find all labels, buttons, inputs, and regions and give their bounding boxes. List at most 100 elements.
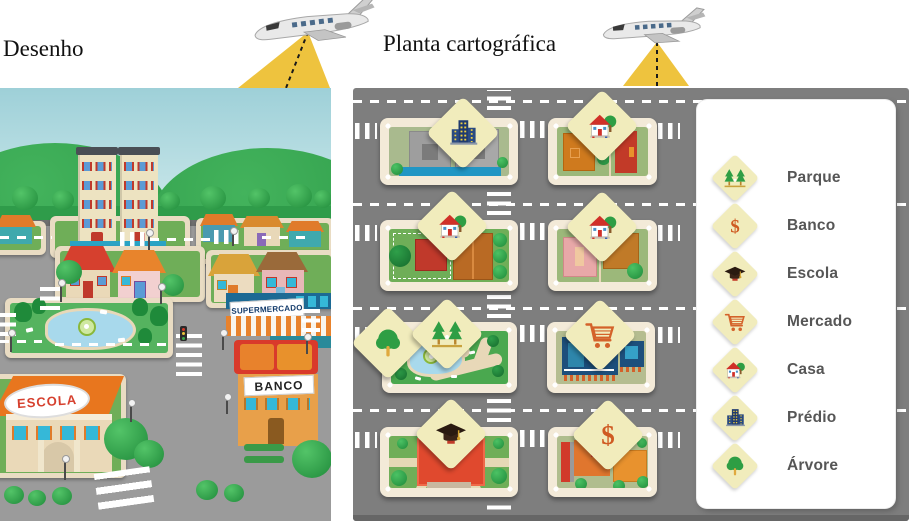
tree	[286, 184, 312, 208]
tree	[12, 186, 38, 210]
crosswalk	[520, 325, 548, 342]
legend-label: Árvore	[787, 457, 839, 474]
escola-icon	[414, 397, 488, 471]
legend-item-banco: Banco	[697, 201, 895, 251]
legend-item-arvore: Árvore	[697, 441, 895, 491]
lamp-post	[158, 283, 166, 304]
crosswalk	[40, 284, 60, 310]
lamp-post	[224, 393, 232, 414]
supermarket-sign-text: SUPERMERCADO	[231, 302, 303, 316]
crosswalk	[487, 295, 511, 318]
lamp-post	[230, 227, 238, 246]
lamp-post	[220, 329, 228, 350]
casa-icon	[415, 189, 489, 263]
tree	[224, 484, 244, 502]
tree	[138, 328, 152, 344]
tree	[134, 440, 164, 468]
road-line	[353, 203, 909, 206]
parque-icon	[710, 153, 760, 203]
drawing-panel: SUPERMERCADO BANCO ESCOLA	[0, 88, 331, 521]
tree	[200, 186, 226, 210]
tree	[28, 490, 46, 506]
casa-icon	[710, 345, 760, 395]
crosswalk	[302, 306, 320, 332]
crosswalk	[355, 123, 377, 139]
crosswalk	[487, 501, 511, 519]
tree	[52, 487, 72, 505]
legend-item-parque: Parque	[697, 153, 895, 203]
lamp-post	[8, 329, 16, 352]
school-building	[6, 414, 112, 472]
tree	[162, 274, 184, 296]
tree	[292, 440, 331, 478]
crosswalk	[520, 223, 548, 240]
legend-panel: Parque Banco Escola Mercado Casa Prédio	[697, 100, 895, 508]
crosswalk	[487, 191, 511, 215]
house	[289, 231, 321, 247]
tree	[52, 190, 74, 210]
airplane-icon	[254, 0, 375, 41]
tree	[4, 486, 24, 504]
lamp-post	[146, 229, 154, 250]
tree	[150, 306, 168, 326]
crosswalk	[120, 232, 148, 246]
mercado-icon	[710, 297, 760, 347]
escola-icon	[710, 249, 760, 299]
airplane-icon	[602, 7, 706, 44]
traffic-light	[180, 326, 187, 341]
banco-icon	[710, 201, 760, 251]
tree	[314, 190, 331, 208]
bank-sign: BANCO	[243, 374, 315, 397]
lamp-post	[128, 399, 136, 422]
road-line	[353, 307, 909, 310]
house	[118, 271, 160, 300]
map-panel: Parque Banco Escola Mercado Casa Prédio	[353, 88, 909, 521]
legend-item-predio: Prédio	[697, 393, 895, 443]
banco-icon	[571, 398, 645, 472]
road-line	[353, 100, 909, 103]
mercado-icon	[563, 298, 637, 372]
legend-label: Casa	[787, 361, 825, 378]
arvore-icon	[710, 441, 760, 491]
drawing-title: Desenho	[3, 36, 84, 61]
lamp-post	[58, 279, 66, 302]
crosswalk	[93, 466, 155, 510]
legend-item-casa: Casa	[697, 345, 895, 395]
tree	[196, 480, 218, 500]
fountain	[78, 318, 96, 336]
legend-item-mercado: Mercado	[697, 297, 895, 347]
predio-icon	[710, 393, 760, 443]
school-sign-text: ESCOLA	[16, 391, 78, 411]
tree	[248, 188, 270, 208]
house	[0, 227, 32, 244]
crosswalk	[658, 327, 680, 343]
bank-sign-text: BANCO	[254, 377, 304, 394]
crosswalk	[658, 225, 680, 241]
lamp-post	[304, 333, 312, 354]
crosswalk	[355, 225, 377, 241]
legend-label: Mercado	[787, 313, 853, 330]
camera-cone-left	[238, 31, 330, 89]
legend-label: Banco	[787, 217, 836, 234]
crosswalk	[355, 432, 377, 448]
legend-label: Escola	[787, 265, 839, 282]
legend-label: Prédio	[787, 409, 837, 426]
tree	[14, 302, 32, 322]
parque-icon	[410, 297, 484, 371]
map-title: Planta cartográfica	[383, 31, 557, 56]
casa-icon	[565, 190, 639, 264]
crosswalk	[487, 398, 511, 422]
legend-label: Parque	[787, 169, 841, 186]
crosswalk	[520, 121, 548, 138]
tree	[160, 192, 180, 210]
road-line	[353, 409, 909, 412]
crosswalk	[487, 90, 511, 110]
camera-cone-right	[623, 42, 689, 86]
tree	[132, 298, 148, 316]
lamp-post	[62, 455, 70, 480]
crosswalk	[520, 430, 548, 447]
legend-item-escola: Escola	[697, 249, 895, 299]
predio-icon	[426, 96, 500, 170]
crosswalk	[658, 432, 680, 448]
